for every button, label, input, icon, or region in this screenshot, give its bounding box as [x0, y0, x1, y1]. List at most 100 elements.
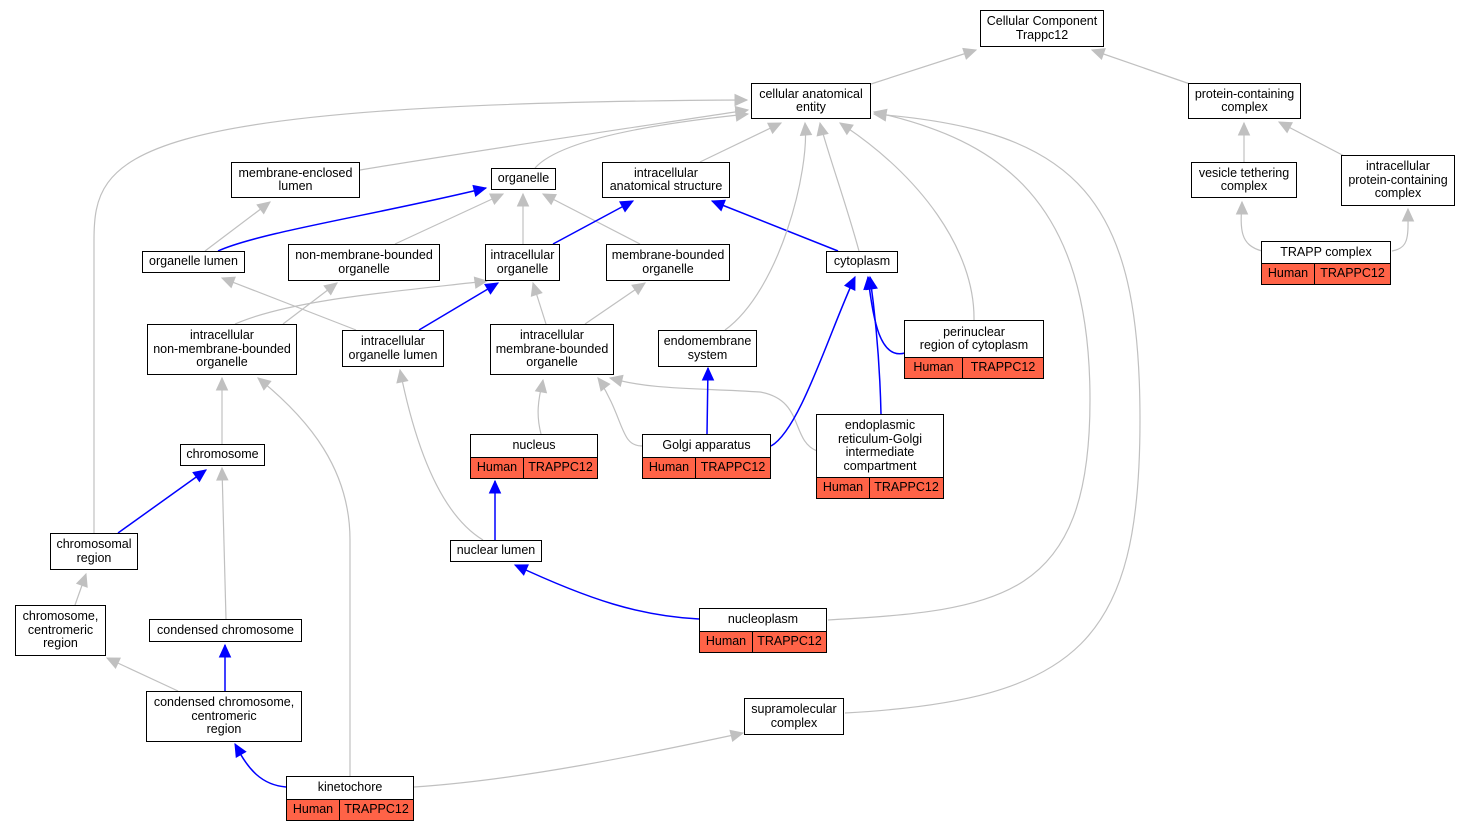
arrowhead	[530, 281, 543, 297]
e-org-cae	[534, 109, 750, 169]
gene-label: TRAPPC12	[700, 460, 766, 475]
node-label-line: complex	[1374, 186, 1422, 201]
e-cyto-cae	[816, 121, 860, 252]
e-nplasm-nlum	[513, 564, 700, 620]
e-cchr-chrom	[216, 466, 229, 620]
node-label-line: membrane-bounded	[611, 248, 725, 262]
node-organelle-lumen[interactable]: organelle lumen	[142, 251, 245, 273]
node-label-line: region	[76, 550, 112, 565]
e-iol-io	[418, 282, 500, 331]
arrowhead	[872, 109, 888, 122]
arrowhead	[1277, 121, 1293, 134]
e-ccrc-ccr	[105, 657, 179, 692]
node-label-line: nucleus	[512, 438, 556, 453]
arrowhead	[472, 184, 488, 198]
node-title: TRAPP complex	[1262, 242, 1390, 263]
arrowhead	[608, 374, 624, 388]
node-label-line: nucleoplasm	[727, 612, 799, 627]
node-nuclear-lumen[interactable]: nuclear lumen	[450, 540, 542, 562]
node-label-line: reticulum-Golgi	[837, 431, 923, 446]
e-mel-cae	[359, 105, 750, 171]
e-cyto-ias	[710, 199, 839, 252]
e-trapp-vtc	[1235, 200, 1263, 252]
e-golgi-ems	[701, 366, 715, 435]
node-label-line: organelle	[196, 355, 248, 370]
arrowhead	[215, 376, 229, 391]
node-label-line: nuclear lumen	[456, 543, 536, 558]
node-label-line: Trappc12	[1015, 27, 1069, 42]
e-cae-cc	[870, 47, 978, 85]
arrowhead	[1401, 207, 1415, 222]
e-ccr-chrreg	[74, 572, 88, 606]
node-label-line: membrane-bounded	[495, 341, 609, 356]
gene-label: TRAPPC12	[874, 480, 939, 495]
node-label-line: complex	[1221, 100, 1268, 114]
node-title: nucleoplasm	[700, 609, 826, 631]
arrowhead	[701, 366, 715, 381]
arrowhead	[473, 276, 489, 289]
arrowhead	[863, 275, 876, 291]
node-label-line: non-membrane-bounded	[295, 248, 433, 262]
e-ergic-imbo	[608, 374, 818, 452]
arrowhead	[631, 282, 646, 296]
e-ias-cae	[699, 122, 783, 163]
node-cytoplasm[interactable]: cytoplasm	[826, 251, 898, 273]
e-pcc-cc	[1090, 48, 1191, 85]
species-label: Human	[905, 358, 963, 378]
arrowhead	[541, 193, 557, 206]
node-chromosome[interactable]: chromosome	[180, 444, 265, 466]
node-condensed-chromosome[interactable]: condensed chromosome	[149, 619, 302, 642]
node-label-line: system	[687, 347, 728, 362]
node-label-line: intracellular	[1366, 159, 1430, 174]
e-kin-ccrc	[234, 742, 287, 788]
node-label-line: cytoplasm	[833, 254, 891, 269]
arrowhead	[734, 109, 750, 122]
arrowhead	[619, 200, 635, 213]
e-prc-cae	[839, 122, 975, 321]
node-label-line: organelle	[497, 171, 550, 186]
node-label-line: compartment	[843, 458, 917, 473]
node-label-line: organelle lumen	[348, 347, 438, 362]
node-label-line: cellular anatomical	[759, 86, 863, 101]
species-label: Human	[287, 800, 340, 820]
node-label-line: chromosome	[186, 447, 259, 462]
node-label-line: centromeric	[191, 708, 257, 723]
node-label-line: entity	[796, 100, 826, 114]
node-organelle[interactable]: organelle	[491, 168, 556, 190]
node-label-line: region	[43, 636, 78, 651]
node-label-line: organelle	[496, 261, 549, 276]
species-label: Human	[700, 632, 753, 652]
